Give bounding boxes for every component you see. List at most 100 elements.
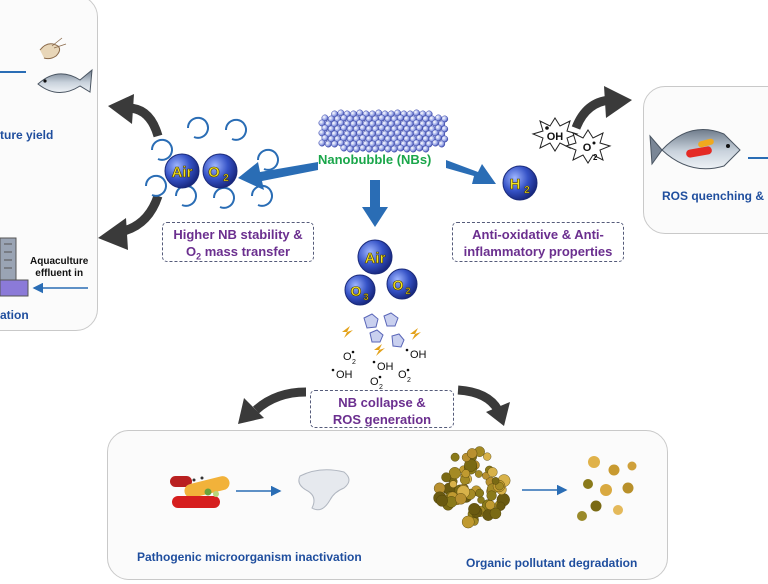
collapse-box: NB collapse & ROS generation — [310, 390, 454, 428]
svg-text:2: 2 — [379, 384, 383, 391]
svg-text:O: O — [208, 164, 220, 181]
reactor-tank-icon — [0, 237, 29, 297]
organic-pollutant-cluster — [433, 446, 511, 529]
dark-arrow-down-left — [98, 194, 163, 250]
svg-text:2: 2 — [223, 173, 229, 184]
circulation-arrows — [144, 116, 279, 209]
collapse-line-1: NB collapse & — [338, 395, 426, 410]
organic-particle — [455, 493, 467, 505]
nanobubble — [378, 144, 386, 152]
spark-icons — [342, 326, 421, 356]
organic-particle — [450, 452, 460, 462]
organic-particle — [489, 507, 502, 520]
pathogen-cluster — [170, 476, 230, 508]
nanobubble — [331, 140, 339, 148]
organic-particle — [441, 472, 452, 483]
nanobubble — [340, 144, 348, 152]
o2-radical-star: O 2 — [564, 129, 612, 164]
svg-text:O: O — [370, 376, 379, 388]
effluent-label: Aquaculture effluent in — [30, 256, 88, 280]
organic-particle — [436, 494, 448, 507]
nanobubble — [438, 140, 446, 148]
svg-text:Air: Air — [172, 164, 193, 181]
o2-bubble-center: O 2 — [386, 268, 418, 300]
bottom-panel — [107, 430, 668, 580]
pathogen-inactivation-label: Pathogenic microorganism inactivation — [137, 550, 362, 564]
antioxidative-line-1: Anti-oxidative & Anti- — [472, 227, 604, 242]
nanobubble — [359, 144, 367, 152]
nanobubble — [441, 135, 449, 143]
pollutant-degradation-label: Organic pollutant degradation — [466, 556, 638, 570]
h2-bubble: H 2 — [502, 165, 538, 201]
svg-text:2: 2 — [524, 185, 530, 196]
nanobubble — [416, 144, 423, 152]
collapse-line-2: ROS generation — [332, 412, 432, 427]
nanobubble — [425, 110, 433, 118]
organic-particle — [448, 467, 461, 480]
stability-box: Higher NB stability & O2 mass transfer — [162, 222, 314, 262]
organic-particle — [483, 452, 492, 461]
effluent-label-line-2: effluent in — [35, 268, 84, 279]
organic-particle — [449, 480, 458, 489]
right-fish-icon — [649, 129, 741, 170]
stability-line-2: O2 mass transfer — [185, 244, 291, 262]
svg-text:O: O — [393, 277, 404, 293]
organic-particle — [466, 448, 478, 459]
collapsing-bubbles — [363, 312, 405, 348]
antioxidative-box: Anti-oxidative & Anti- inflammatory prop… — [452, 222, 624, 262]
svg-text:2: 2 — [405, 286, 410, 296]
air-bubble-center: Air — [357, 239, 393, 275]
antioxidative-line-2: inflammatory properties — [463, 244, 613, 259]
svg-text:H: H — [510, 176, 521, 193]
organic-particle — [477, 496, 485, 504]
left-bottom-label: ation — [0, 308, 29, 322]
svg-text:O: O — [351, 283, 362, 299]
nanobubble — [431, 139, 439, 147]
svg-text:Air: Air — [365, 250, 386, 267]
dark-arrow-bottom-left — [238, 387, 307, 424]
svg-text:O: O — [343, 351, 352, 363]
left-fish-icon — [37, 68, 93, 93]
organic-particle — [468, 503, 481, 516]
shrimp-icon — [39, 37, 67, 60]
nanobubble — [397, 144, 405, 152]
svg-text:2: 2 — [352, 359, 356, 366]
organic-particle — [487, 467, 498, 478]
stability-line-1: Higher NB stability & — [173, 227, 303, 242]
svg-text:OH: OH — [336, 369, 353, 381]
svg-text:OH: OH — [410, 349, 427, 361]
nanobubble-cluster — [318, 109, 449, 153]
nanobubble — [441, 125, 449, 133]
nanobubble — [318, 139, 326, 147]
svg-text:OH: OH — [547, 131, 564, 143]
oh-radical-star: OH — [531, 117, 579, 152]
nanobubble-label: Nanobubble (NBs) — [318, 152, 432, 167]
dark-arrow-up-right — [571, 86, 632, 130]
o3-bubble-center: O 3 — [344, 274, 376, 306]
svg-text:O: O — [583, 142, 592, 154]
svg-text:OH: OH — [377, 361, 394, 373]
ros-quenching-label: ROS quenching & — [662, 189, 764, 203]
dark-arrow-up-left — [108, 94, 163, 138]
left-yield-label: ture yield — [0, 128, 54, 142]
dark-arrow-bottom-right — [457, 385, 510, 426]
nanobubble — [441, 115, 449, 123]
inactivated-cell-icon — [298, 469, 350, 511]
organic-particle — [496, 501, 506, 511]
organic-particle — [474, 470, 483, 478]
o2-bubble-left: O 2 — [202, 153, 238, 189]
degraded-particles — [577, 456, 637, 521]
blue-arrow-right — [446, 160, 496, 184]
air-bubble-left: Air — [164, 153, 200, 189]
blue-arrow-down — [362, 180, 388, 227]
svg-text:2: 2 — [407, 377, 411, 384]
organic-particle — [461, 469, 471, 478]
nanobubble — [422, 145, 430, 153]
svg-text:2: 2 — [593, 153, 598, 162]
nanobubble — [324, 140, 332, 148]
blue-arrow-left — [238, 162, 318, 190]
organic-particle — [486, 490, 497, 501]
svg-text:O: O — [398, 369, 407, 381]
